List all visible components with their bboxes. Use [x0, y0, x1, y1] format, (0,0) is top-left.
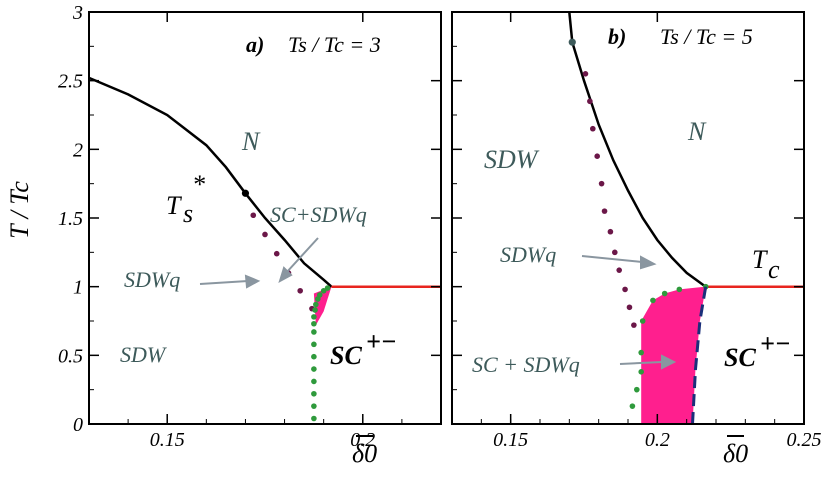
- label-SDWq-a: SDWq: [124, 267, 180, 292]
- arrow-SCSDWq-a: [285, 237, 319, 274]
- series-b-SC+SDWq-boundary-dots-point: [629, 403, 636, 409]
- series-a-SC+SDWq-boundary-dots-point: [311, 329, 317, 335]
- panel-a-prefix: a): [246, 32, 264, 57]
- series-a-Ts-star-marker: [241, 189, 250, 197]
- series-a-SC+SDWq-boundary-dots-point: [324, 285, 331, 291]
- series-a-SC+SDWq-boundary-dots-point: [313, 301, 319, 308]
- panel-b-prefix: b): [608, 24, 626, 49]
- series-a-SDWq-dots-point: [297, 287, 304, 294]
- series-b-SC+SDWq-boundary-dots-point: [650, 297, 656, 304]
- series-b-SDWq-dots-point: [601, 208, 608, 214]
- series-b-SC+SDWq-boundary-dots-point: [634, 386, 640, 393]
- series-a-SDWq-dots: [250, 212, 315, 312]
- label-SC-b: SC: [724, 343, 756, 372]
- series-a-SC+SDWq-boundary-dots: [311, 285, 331, 422]
- label-Tc-b: T: [752, 245, 768, 274]
- series-b-SDWq-dots-point: [587, 98, 593, 105]
- series-b-Ts-line: [568, 11, 707, 288]
- ytick-label-a-0: 0: [73, 414, 83, 436]
- label-Ts-a: T: [166, 191, 182, 220]
- series-a-SDWq-dots-point: [273, 250, 280, 257]
- series-a-SC+SDWq-boundary-dots-point: [311, 403, 317, 409]
- label-SCSDWq-b: SC + SDWq: [472, 352, 580, 377]
- series-b-SDWq-dots-point: [594, 153, 600, 159]
- series-b-SC+SDWq-boundary-dots-point: [676, 286, 683, 293]
- series-a-SC+SDWq-boundary-dots-point: [320, 287, 327, 294]
- arrow-SDWq-a-head: [244, 274, 261, 289]
- arrow-SCSDWq-b: [619, 361, 663, 365]
- arrow-SDWq-a: [199, 280, 249, 285]
- panel-b: 0.15 0.2 0.25: [451, 11, 822, 451]
- series-b-SDWq-dots-point: [631, 322, 637, 328]
- series-a-SDWq-dots-point: [262, 231, 268, 238]
- label-SDW-b: SDW: [484, 145, 540, 174]
- series-a-SDWq-dots-point: [250, 212, 257, 219]
- panel-b-title: Ts / Tc = 5: [660, 24, 753, 49]
- y-axis-label: T / Tc: [5, 181, 34, 239]
- series-a-SC+SDWq-boundary-dots-point: [311, 320, 317, 327]
- label-SC-a: SC: [330, 341, 362, 370]
- series-b-Ts-marker: [568, 38, 576, 46]
- arrow-SCSDWq-a-head: [278, 266, 293, 284]
- arrow-SCSDWq-b-head: [661, 354, 677, 370]
- region-b-0: [641, 286, 706, 424]
- panel-a-title: Ts / Tc = 3: [288, 32, 381, 57]
- xtick-label-b-1: 0.2: [645, 429, 670, 451]
- label-SCSDWq-a: SC+SDWq: [270, 202, 367, 227]
- x-axis-label: δ0 δ0: [352, 435, 748, 468]
- series-b-SDWq-dots-point: [612, 249, 618, 256]
- annotation-arrows: [199, 237, 677, 370]
- label-SDWq-b: SDWq: [500, 242, 556, 267]
- series-a-SC+SDWq-boundary-dots-point: [311, 378, 317, 385]
- label-Tc-sub-b: c: [768, 255, 780, 284]
- series-a-SC+SDWq-boundary-dots-point: [311, 314, 317, 320]
- x-axis-label-a: δ0: [352, 439, 377, 468]
- series-a-SC+SDWq-boundary-dots-point: [312, 307, 318, 313]
- xtick-label-b-2: 0.25: [787, 429, 822, 451]
- xtick-label-a-0: 0.15: [150, 429, 185, 451]
- series-b-SDWq-dots-point: [616, 267, 622, 273]
- series-b-SC+SDWq-boundary-dots-point: [639, 318, 646, 324]
- series-b-SDWq-dots-point: [582, 71, 589, 77]
- series-b-SDWq-dots-point: [622, 286, 628, 293]
- series-b-SDWq-dots-point: [626, 304, 633, 311]
- label-SC-sup-b: +−: [760, 329, 791, 358]
- arrow-SDWq-b: [581, 255, 643, 263]
- label-N-a: N: [241, 127, 261, 156]
- series-b-SDWq-dots-point: [598, 180, 605, 187]
- xtick-label-a-1: 0.2: [350, 429, 375, 451]
- ytick-label-a-2: 1: [73, 277, 83, 299]
- series-b-SC+SDWq-boundary-dots: [629, 283, 709, 409]
- ytick-label-a-1: 0.5: [58, 345, 83, 367]
- series-a-SC+SDWq-boundary-dots-point: [311, 415, 317, 422]
- label-N-b: N: [687, 117, 707, 146]
- xtick-label-b-0: 0.15: [493, 429, 528, 451]
- series-b-SC+SDWq-boundary-dots-point: [638, 369, 644, 375]
- series-b-SDWq-dots: [582, 71, 637, 328]
- label-Ts-sup-a: *: [192, 170, 205, 199]
- arrow-SDWq-b-head: [640, 255, 657, 270]
- series-b-SDWq-dots-point: [590, 125, 596, 132]
- series-b-SDWq-dots-point: [607, 228, 614, 235]
- label-SDW-a: SDW: [120, 342, 167, 367]
- ytick-label-a-4: 2: [73, 139, 83, 161]
- ytick-label-a-5: 2.5: [58, 71, 83, 93]
- x-axis-label-b: δ0: [723, 439, 748, 468]
- ytick-label-a-3: 1.5: [58, 208, 83, 230]
- panel-a: 0.15 0.2 0 0.5 1 1.5 2 2.5 3: [58, 2, 442, 451]
- series-b-SC+SDWq-boundary-dots-point: [638, 349, 644, 356]
- label-SC-sup-a: +−: [366, 327, 397, 356]
- label-Ts-sub-a: s: [183, 199, 193, 228]
- series-a-Ts-line: [88, 76, 333, 288]
- series-b-SC-boundary-dashed: [691, 286, 708, 425]
- series-a-SC+SDWq-boundary-dots-point: [311, 390, 317, 397]
- series-b-SC+SDWq-boundary-dots-point: [661, 290, 668, 297]
- series-a-SC+SDWq-boundary-dots-point: [311, 366, 317, 372]
- series-a-SC+SDWq-boundary-dots-point: [311, 341, 317, 348]
- series-a-SC+SDWq-boundary-dots-point: [311, 353, 317, 360]
- series-a-SC+SDWq-boundary-dots-point: [316, 292, 323, 298]
- ytick-label-a-6: 3: [72, 2, 83, 24]
